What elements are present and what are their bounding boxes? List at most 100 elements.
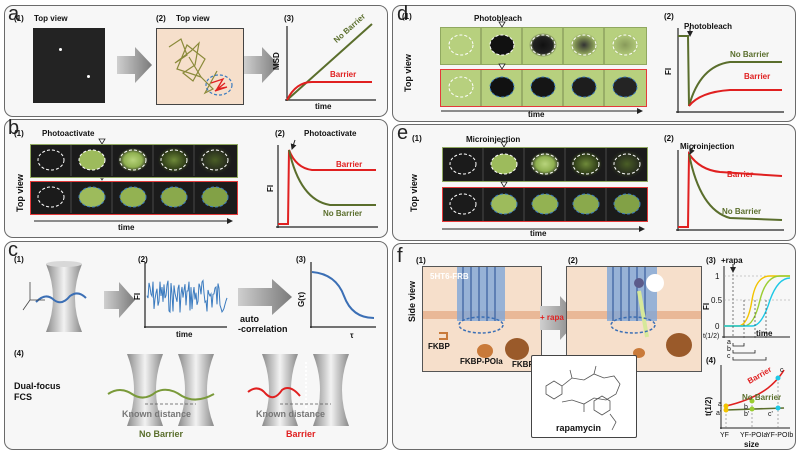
b1-num: (1) bbox=[14, 129, 24, 138]
f3-c: c bbox=[727, 353, 731, 360]
c4-title-2: FCS bbox=[14, 392, 32, 402]
f4-x2: YF-POIa bbox=[740, 432, 768, 439]
b2-num: (2) bbox=[275, 129, 285, 138]
f4-c: c bbox=[780, 367, 784, 374]
e2-barrier: Barrier bbox=[727, 170, 754, 179]
d2-no-barrier: No Barrier bbox=[730, 50, 770, 59]
e2-title: Microinjection bbox=[680, 142, 735, 151]
f1-cilium bbox=[423, 267, 541, 360]
panel-a-label: a bbox=[8, 3, 20, 25]
f4-x1: YF bbox=[720, 432, 729, 439]
c4-barrier: Barrier bbox=[286, 429, 316, 439]
d2-num: (2) bbox=[664, 12, 674, 21]
a1-particle-2 bbox=[87, 75, 90, 78]
f4-cp: c' bbox=[768, 411, 773, 418]
b2-title: Photoactivate bbox=[304, 129, 357, 138]
panel-c-label: c bbox=[8, 239, 18, 261]
f4-ylabel: t(1/2) bbox=[704, 396, 713, 416]
d1-title: Photobleach bbox=[474, 14, 523, 23]
c-arrow-text-2: -correlation bbox=[238, 324, 288, 334]
f1-fkbp: FKBP bbox=[428, 342, 450, 351]
panel-d-label: d bbox=[397, 3, 409, 25]
f3-rapa: +rapa bbox=[721, 256, 743, 265]
c4-known-distance-right: Known distance bbox=[256, 409, 326, 419]
f3-xlabel: time bbox=[756, 329, 773, 338]
f3-tick-1: 1 bbox=[715, 272, 720, 281]
d2-title: Photobleach bbox=[684, 22, 733, 31]
a2-num: (2) bbox=[156, 14, 166, 23]
f4-xlabel: size bbox=[744, 440, 760, 449]
panel-b-label: b bbox=[8, 117, 20, 139]
a3-xlabel: time bbox=[315, 102, 332, 111]
f3-tick-0: 0 bbox=[715, 322, 720, 331]
a2-title: Top view bbox=[176, 14, 210, 23]
f3-b: b bbox=[727, 346, 731, 353]
f3-tick-05: 0.5 bbox=[711, 296, 723, 305]
c-arrow-text-1: auto bbox=[240, 314, 259, 324]
c4-title-1: Dual-focus bbox=[14, 381, 61, 391]
b1-time-axis: time bbox=[118, 223, 135, 232]
e2-no-barrier: No Barrier bbox=[722, 207, 762, 216]
panel-b bbox=[4, 119, 388, 238]
f2-num: (2) bbox=[568, 256, 578, 265]
c4-no-barrier: No Barrier bbox=[139, 429, 184, 439]
c3-num: (3) bbox=[296, 255, 306, 264]
c4-num: (4) bbox=[14, 349, 24, 358]
a3-barrier: Barrier bbox=[330, 70, 357, 79]
f4-no-barrier: No Barrier bbox=[742, 393, 782, 402]
a1-title: Top view bbox=[34, 14, 68, 23]
f4-num: (4) bbox=[706, 356, 716, 365]
c2-xlabel: time bbox=[176, 330, 193, 339]
f3-thalf: t(1/2) bbox=[703, 333, 720, 340]
c4-known-distance-left: Known distance bbox=[122, 409, 192, 419]
a1-dark-image bbox=[33, 28, 105, 103]
c2-num: (2) bbox=[138, 255, 148, 264]
b2-no-barrier: No Barrier bbox=[323, 209, 363, 218]
e1-time-axis: time bbox=[530, 229, 547, 238]
f1-poia: FKBP-POIa bbox=[460, 357, 503, 366]
f2-rapa: + rapa bbox=[540, 313, 564, 322]
e2-num: (2) bbox=[664, 134, 674, 143]
a2-trajectory-image bbox=[156, 28, 244, 105]
f1-frb: 5HT6-FRB bbox=[430, 272, 469, 281]
a3-num: (3) bbox=[284, 14, 294, 23]
b2-barrier: Barrier bbox=[336, 160, 363, 169]
f3-num: (3) bbox=[706, 256, 716, 265]
f1-cell-image bbox=[422, 266, 542, 372]
panel-e-label: e bbox=[397, 122, 409, 144]
a2-trajectories bbox=[168, 38, 233, 96]
f2-rapamycin-box bbox=[531, 355, 637, 438]
d1-num: (1) bbox=[402, 12, 412, 21]
d2-barrier: Barrier bbox=[744, 72, 771, 81]
a1-num: (1) bbox=[14, 14, 24, 23]
e1-num: (1) bbox=[412, 134, 422, 143]
f4-ap: a' bbox=[716, 410, 722, 417]
d1-time-axis: time bbox=[528, 110, 545, 119]
f3-a: a bbox=[727, 339, 731, 346]
a1-particle-1 bbox=[59, 48, 62, 51]
e1-title: Microinjection bbox=[466, 135, 521, 144]
b1-title: Photoactivate bbox=[42, 129, 95, 138]
f2-rapamycin-label: rapamycin bbox=[556, 423, 602, 433]
f2-rapamycin-structure bbox=[545, 365, 621, 431]
f4-bp: b' bbox=[744, 411, 750, 418]
panel-f-label: f bbox=[397, 245, 403, 267]
c3-xlabel: τ bbox=[350, 331, 354, 340]
f4-b: b bbox=[744, 404, 748, 411]
f4-a: a bbox=[718, 401, 722, 408]
f4-x3: YF-POIb bbox=[766, 432, 794, 439]
f2-cilium bbox=[567, 267, 701, 358]
